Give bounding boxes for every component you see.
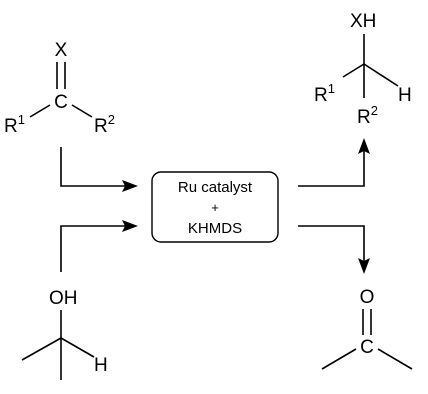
r1-substituent-label: R1 — [314, 81, 335, 106]
r2-superscript: 2 — [108, 112, 115, 127]
r1-superscript: 1 — [18, 112, 25, 127]
product-reduced: XH R1 H R2 — [314, 11, 412, 128]
arrowhead — [358, 138, 370, 154]
heteroatom-x-label: X — [55, 40, 68, 61]
r1-substituent-label: R1 — [4, 112, 25, 137]
arrow-carbonyl-to-reagents — [60, 147, 138, 192]
arrow-to-ketone-product — [298, 225, 370, 274]
ketone-carbon-label: C — [360, 337, 374, 358]
reagent-box-frame — [151, 171, 279, 243]
bond-c-r1 — [342, 63, 365, 78]
xh-group-label: XH — [350, 11, 376, 32]
carbonyl-carbon-label: C — [54, 92, 68, 113]
arrow-alcohol-to-reagents — [60, 220, 138, 272]
r2-letter: R — [357, 107, 371, 128]
reactant-alcohol: OH H — [21, 288, 108, 380]
plus-label: + — [211, 200, 219, 215]
reagent-box: Ru catalyst + KHMDS — [151, 171, 279, 243]
base-label: KHMDS — [188, 220, 242, 237]
r2-letter: R — [94, 116, 108, 137]
r2-superscript: 2 — [371, 103, 378, 118]
r1-superscript: 1 — [328, 81, 335, 96]
bond-c-methyl-right — [377, 348, 413, 370]
arrowhead — [122, 220, 138, 232]
oxygen-label: O — [360, 287, 375, 308]
arrowhead — [122, 180, 138, 192]
r1-letter: R — [314, 85, 328, 106]
catalyst-label: Ru catalyst — [178, 179, 253, 196]
arrow-to-reduced-product — [298, 138, 370, 187]
bond-c-r1 — [29, 104, 51, 118]
bond-c-h — [363, 63, 399, 87]
reduced-hydrogen-label: H — [398, 85, 412, 106]
bond-c-methyl-left — [21, 337, 62, 361]
arrowhead — [358, 258, 370, 274]
reactant-carbonyl: X C R1 R2 — [4, 40, 115, 137]
bond-c-h — [60, 337, 95, 358]
bond-c-methyl-left — [321, 348, 357, 370]
alcohol-hydrogen-label: H — [94, 355, 108, 376]
product-ketone: O C — [321, 287, 413, 370]
r1-letter: R — [4, 116, 18, 137]
bond-c-r2 — [71, 104, 93, 118]
r2-substituent-label: R2 — [94, 112, 115, 137]
r2-substituent-label: R2 — [357, 103, 378, 128]
hydroxyl-label: OH — [49, 288, 78, 309]
